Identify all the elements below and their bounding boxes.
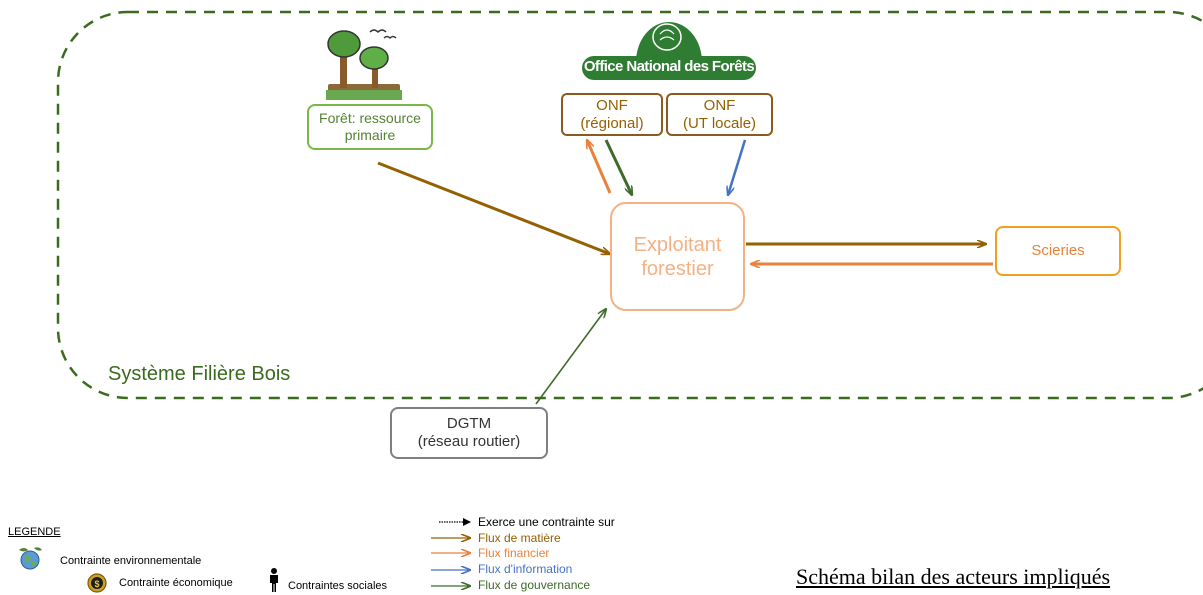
node-onf-regional-line1: ONF [596,96,628,114]
caption: Schéma bilan des acteurs impliqués [796,564,1111,589]
node-onf-local: ONF (UT locale) [666,93,773,136]
dollar-coin-icon: $ [87,573,107,593]
legend-arrow-label-information: Flux d'information [478,562,573,576]
node-onf-local-line2: (UT locale) [682,114,757,132]
legend-arrow-label-gouvernance: Flux de gouvernance [478,578,591,592]
node-onf-regional: ONF (régional) [561,93,663,136]
svg-text:$: $ [94,579,99,589]
legend-env-label: Contrainte environnementale [60,555,202,567]
legend-eco-label: Contrainte économique [119,577,233,589]
person-icon [270,568,278,592]
legend-soc-label: Contraintes sociales [288,580,388,592]
node-foret-line2: primaire [344,127,396,143]
flux-financier-exploitant-onf [585,140,612,194]
legend-arrow-label-contrainte: Exerce une contrainte sur [478,515,615,529]
earth-icon [19,547,42,570]
node-exploitant-line2: forestier [641,257,714,280]
node-exploitant-line1: Exploitant [633,233,722,256]
legend-title: LEGENDE [8,526,61,538]
node-scieries: Scieries [995,226,1121,276]
legend-arrow-label-financier: Flux financier [478,546,550,560]
forest-icon [326,29,402,100]
node-foret-line1: Forêt: ressource [319,110,421,127]
node-dgtm-line2: (réseau routier) [417,433,521,450]
flux-gouvernance-onf-exploitant [604,139,634,195]
node-dgtm: DGTM (réseau routier) [390,407,548,459]
node-onf-regional-line2: (régional) [580,114,644,132]
flux-information-onf-exploitant [728,139,747,195]
onf-logo-text: Office National des Forêts [583,58,755,75]
node-scieries-line1: Scieries [1031,242,1085,259]
node-foret: Forêt: ressource primaire [307,104,433,150]
system-label: Système Filière Bois [108,363,291,385]
node-onf-local-line1: ONF [703,96,736,114]
flux-gouvernance-dgtm-exploitant [535,309,606,405]
flux-matiere-foret-exploitant [377,161,610,256]
node-exploitant: Exploitant forestier [610,202,745,311]
system-boundary [56,10,1203,400]
node-dgtm-line1: DGTM [446,415,492,432]
legend-arrow-label-matiere: Flux de matière [478,531,561,545]
onf-logo [582,22,756,80]
